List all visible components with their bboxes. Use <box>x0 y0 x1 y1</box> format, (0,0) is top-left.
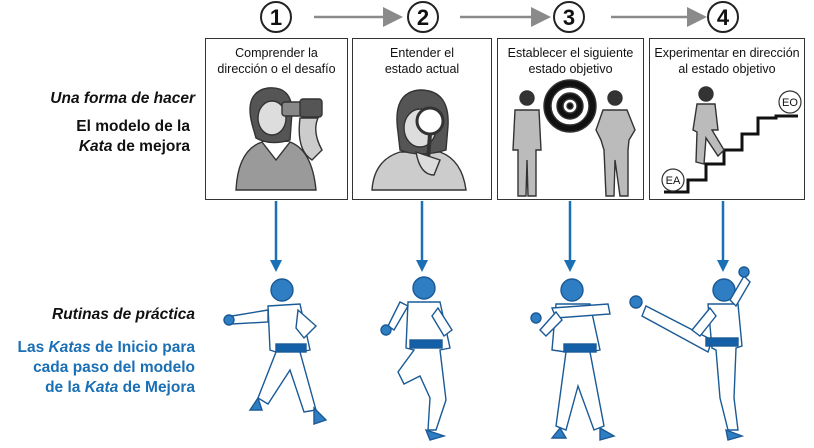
stairs-illustration <box>664 114 798 194</box>
kata-rest: de mejora <box>112 138 190 155</box>
target-men-illustration <box>512 79 636 197</box>
heading-kata-model: El modelo de la Kata de mejora <box>0 117 190 157</box>
magnifier-woman-illustration <box>371 89 467 191</box>
eo-label: EO <box>782 97 798 109</box>
ea-badge <box>661 168 685 192</box>
heading-kata-model-line1: El modelo de la <box>76 118 190 135</box>
karate-figure-2 <box>380 276 453 441</box>
starter-line1: Las Katas de Inicio para <box>0 338 195 358</box>
step-4-line1: Experimentar en dirección <box>654 46 800 60</box>
starter-l1-italic: Katas <box>48 339 91 356</box>
starter-l1-a: Las <box>17 339 49 356</box>
step-2-line1: Entender el <box>390 46 454 60</box>
step-box-3: Establecer el siguiente estado objetivo <box>497 38 644 200</box>
step-number-2: 2 <box>407 1 439 33</box>
step-3-line1: Establecer el siguiente <box>507 46 634 60</box>
karate-figure-4 <box>629 266 751 441</box>
step-caption-2: Entender el estado actual <box>353 45 491 77</box>
karate-figure-1 <box>223 278 328 425</box>
step-caption-1: Comprender la dirección o el desafío <box>206 45 347 77</box>
step-caption-3: Establecer el siguiente estado objetivo <box>498 45 643 77</box>
climbing-man-illustration <box>692 86 725 165</box>
step-3-line2: estado objetivo <box>528 62 613 76</box>
step-1-line2: dirección o el desafío <box>217 62 336 76</box>
step-2-line2: estado actual <box>384 62 460 76</box>
step-1-line1: Comprender la <box>235 46 318 60</box>
step-number-4: 4 <box>707 1 739 33</box>
step-number-3: 3 <box>553 1 585 33</box>
ea-label: EA <box>666 175 681 187</box>
starter-l3-b: de Mejora <box>118 379 195 396</box>
step-4-line2: al estado objetivo <box>678 62 776 76</box>
starter-katas-text: Las Katas de Inicio para cada paso del m… <box>0 338 195 398</box>
heading-one-way: Una forma de hacer <box>50 90 195 107</box>
step-box-2: Entender el estado actual <box>352 38 492 200</box>
heading-practice-routines: Rutinas de práctica <box>52 306 195 323</box>
starter-l3-a: de la <box>45 379 85 396</box>
starter-line2: cada paso del modelo <box>33 359 195 376</box>
step-box-1: Comprender la dirección o el desafío <box>205 38 348 200</box>
kata-word: Kata <box>78 138 113 155</box>
binoculars-woman-illustration <box>235 87 323 191</box>
heading-kata-model-line2: Kata de mejora <box>0 137 190 157</box>
step-box-4: Experimentar en dirección al estado obje… <box>649 38 805 200</box>
starter-l3-italic: Kata <box>84 379 119 396</box>
starter-line3: de la Kata de Mejora <box>0 378 195 398</box>
karate-figure-3 <box>530 278 616 441</box>
step-caption-4: Experimentar en dirección al estado obje… <box>650 45 804 77</box>
starter-l1-b: de Inicio para <box>90 339 195 356</box>
eo-badge <box>778 90 802 114</box>
step-number-1: 1 <box>260 1 292 33</box>
